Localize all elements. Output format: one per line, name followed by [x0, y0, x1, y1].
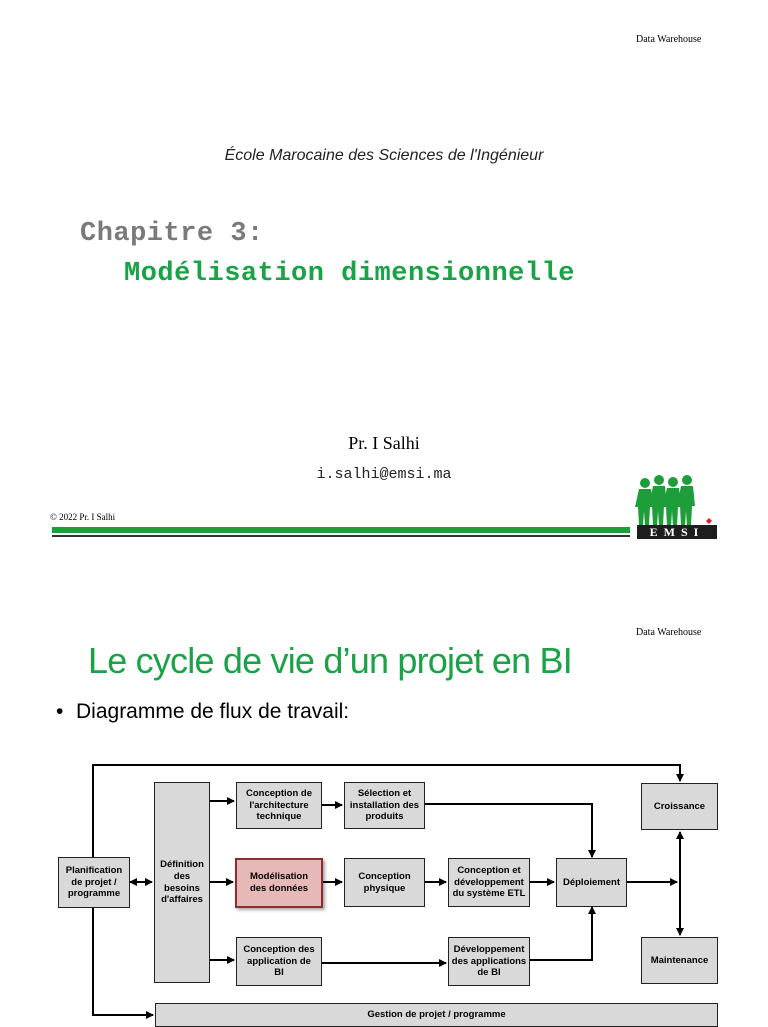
box-definition-besoins: Définition des besoins d'affaires — [154, 782, 210, 983]
footer-thin-line — [52, 535, 630, 537]
bullet-text: Diagramme de flux de travail: — [76, 700, 350, 723]
slide2-title: Le cycle de vie d’un projet en BI — [88, 640, 573, 681]
bullet-item: • Diagramme de flux de travail: — [56, 700, 349, 724]
box-croissance: Croissance — [641, 783, 718, 830]
box-conception-applications-bi: Conception des application de BI — [236, 937, 322, 986]
slide2-header: Data Warehouse — [636, 627, 702, 638]
copyright-text: © 2022 Pr. I Salhi — [50, 512, 116, 522]
author-name: Pr. I Salhi — [348, 433, 420, 453]
footer-green-bar — [52, 527, 630, 533]
chapter-title: Chapitre 3: — [80, 219, 264, 249]
author-email[interactable]: i.salhi@emsi.ma — [316, 466, 452, 483]
box-gestion-projet: Gestion de projet / programme — [155, 1003, 718, 1027]
emsi-logo — [635, 475, 712, 526]
slide1-header: Data Warehouse — [636, 34, 702, 45]
box-conception-architecture: Conception de l'architecture technique — [236, 782, 322, 829]
box-modelisation-donnees: Modélisation des données — [235, 858, 323, 908]
box-conception-etl: Conception et développement du système E… — [448, 858, 530, 907]
box-developpement-applications-bi: Développement des applications de BI — [448, 937, 530, 986]
box-maintenance: Maintenance — [641, 937, 718, 984]
box-selection-produits: Sélection et installation des produits — [344, 782, 425, 829]
box-deploiement: Déploiement — [556, 858, 627, 907]
school-name: École Marocaine des Sciences de l'Ingéni… — [224, 147, 544, 164]
box-conception-physique: Conception physique — [344, 858, 425, 907]
bullet-marker: • — [56, 700, 64, 723]
emsi-logo-text: EMSI — [637, 525, 717, 539]
chapter-subtitle: Modélisation dimensionnelle — [124, 259, 575, 289]
box-planification: Planification de projet / programme — [58, 857, 130, 908]
